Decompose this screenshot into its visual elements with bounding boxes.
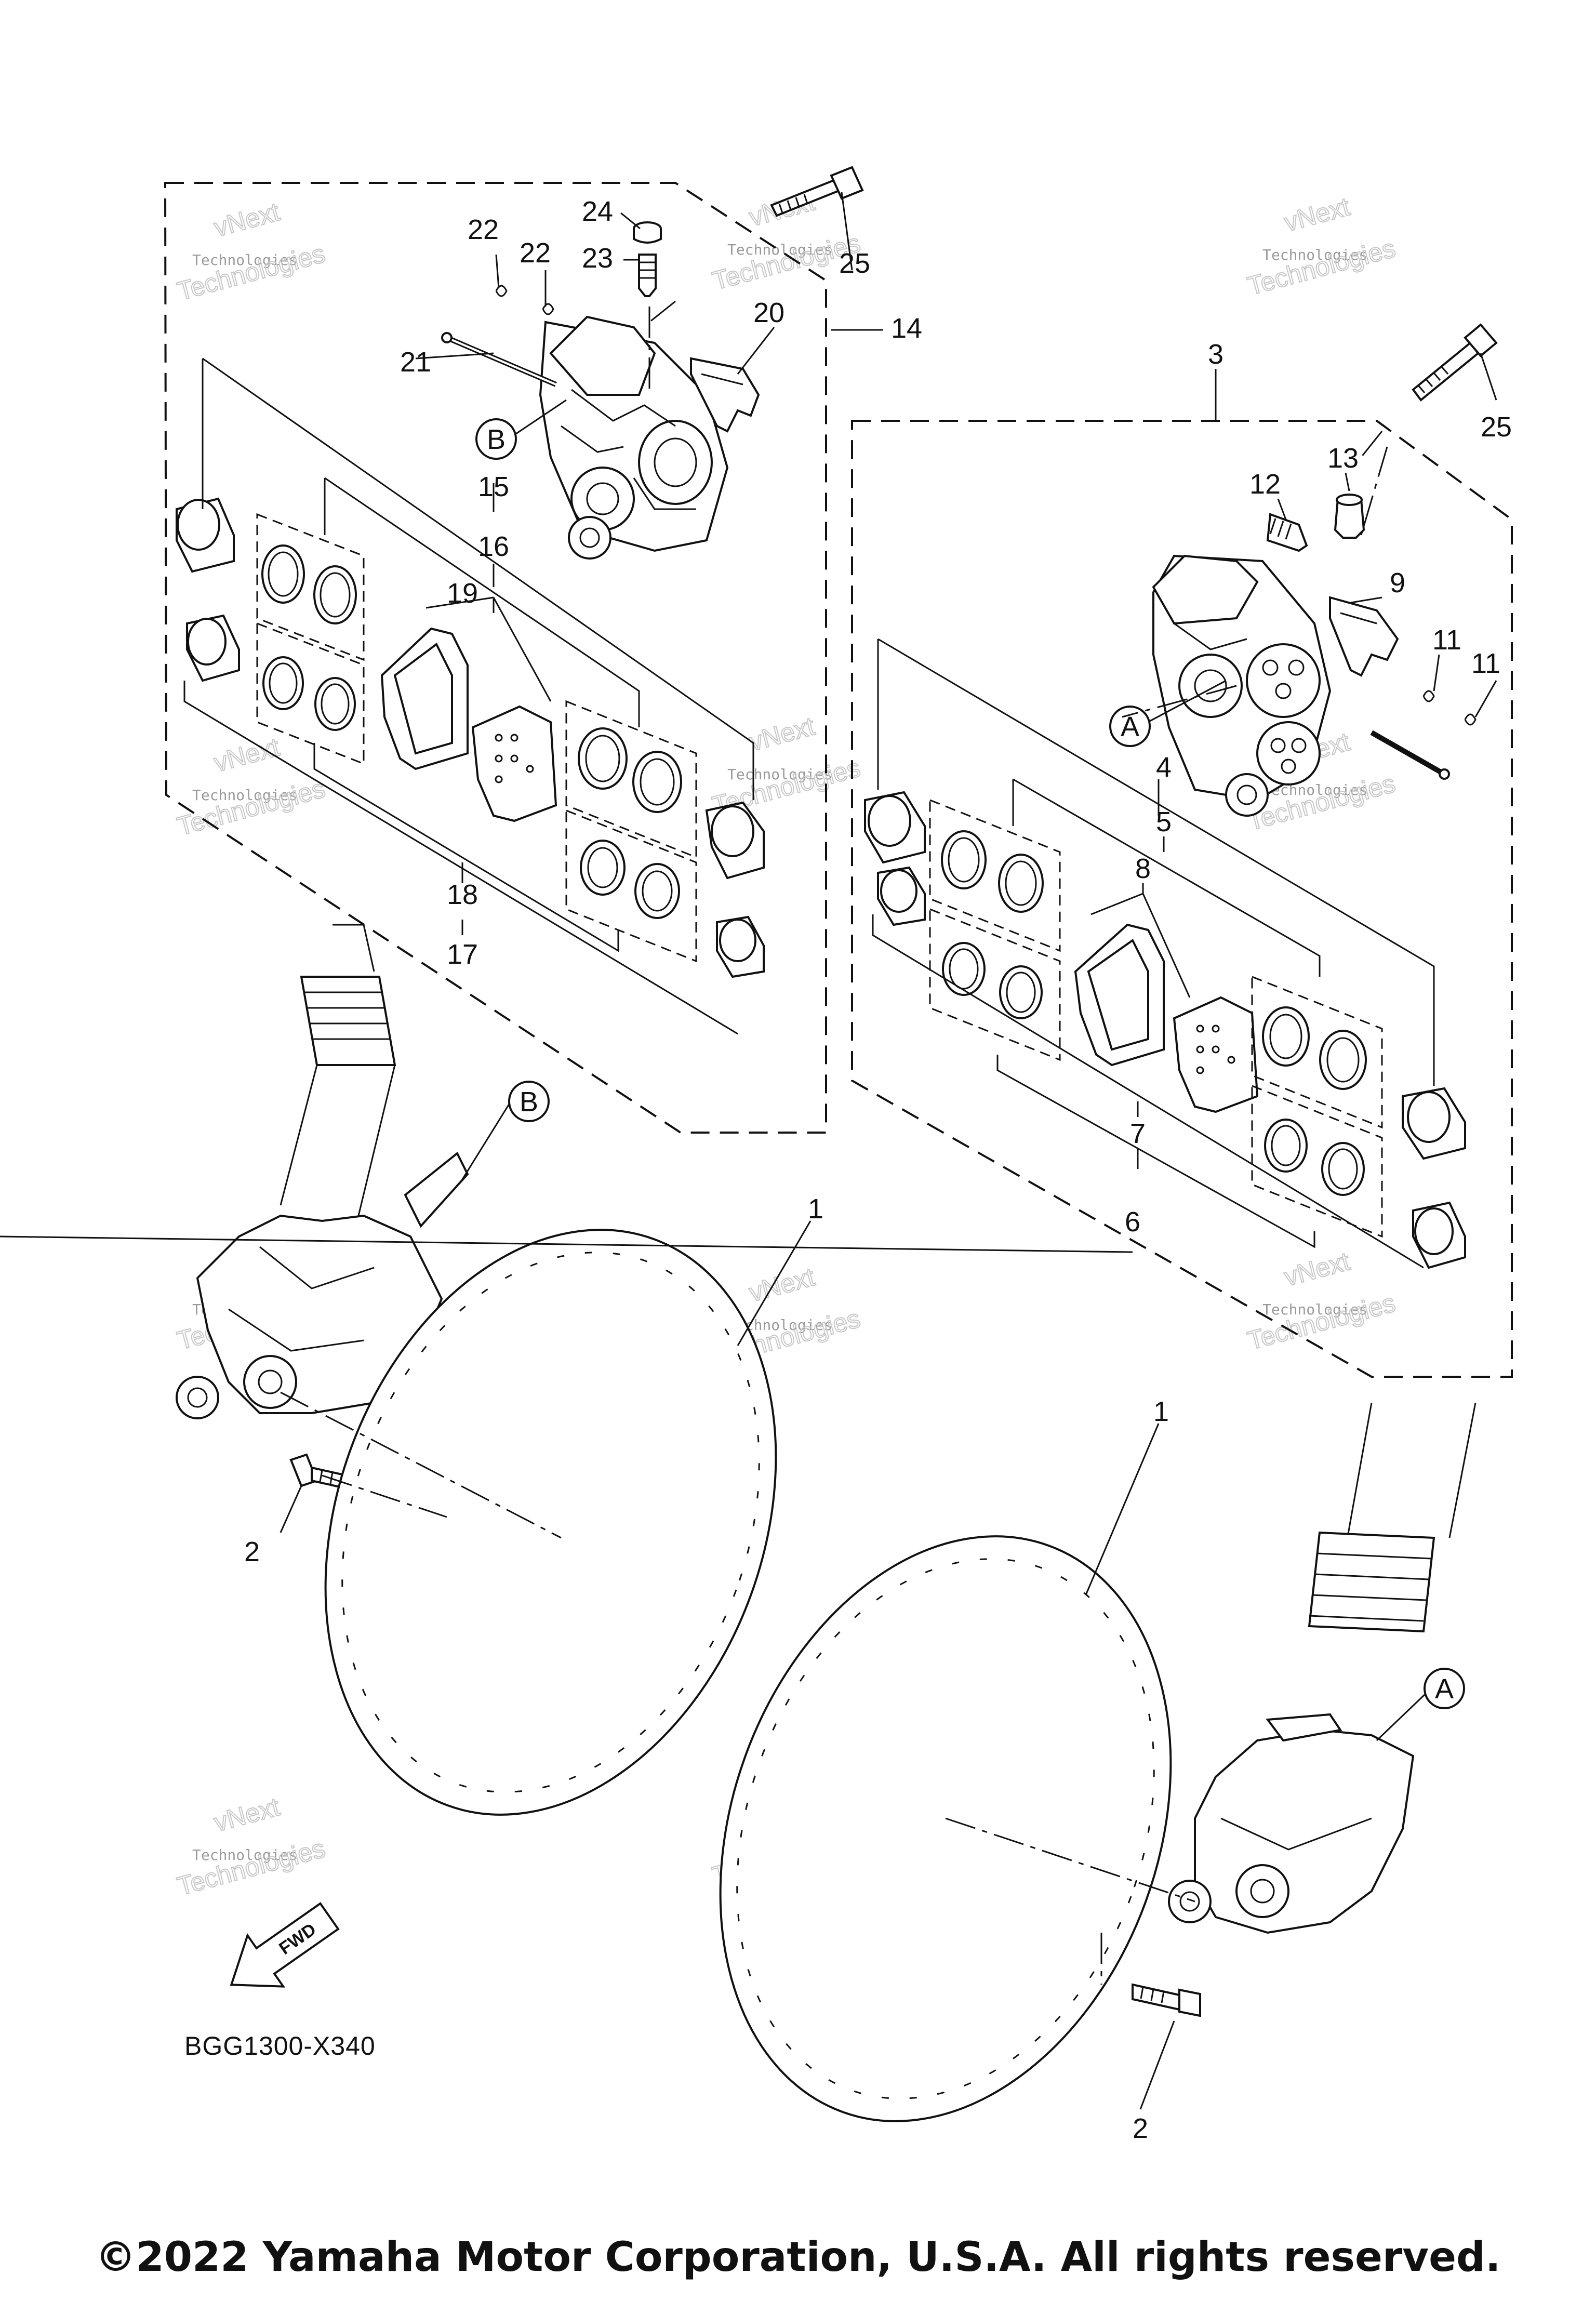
svg-text:Technologies: Technologies [727,241,832,258]
brake-disc-left [324,1229,777,1816]
pad-pin-right [1370,730,1450,780]
pad-pin-21 [441,332,557,387]
brake-disc-right [719,1535,1172,2122]
caliper-bolt-25-left [770,166,864,217]
callout-8: 8 [1135,853,1151,884]
svg-text:vNext: vNext [211,1792,283,1837]
svg-text:Technologies: Technologies [1262,1301,1367,1318]
svg-text:vNext: vNext [1281,1246,1353,1292]
seal-kit-15 [256,513,365,661]
seal-kit-18 [565,700,697,859]
svg-text:Technologies: Technologies [192,787,297,804]
callout-11-a: 11 [1432,624,1461,656]
fork-leg-left [176,924,469,1419]
caliper-body-right [1152,554,1332,817]
brake-pads-19 [380,627,557,822]
bleed-screw-12 [1266,513,1308,552]
callout-25-left: 25 [839,248,870,279]
cap-24 [633,221,662,244]
pistons-right [864,791,1466,1269]
caliper-assembly-left-boundary [164,182,827,1134]
callout-21: 21 [400,347,431,378]
leader-lines [0,192,1497,2110]
clips-11 [1422,690,1477,726]
seal-kit-5 [929,908,1061,1061]
callout-13: 13 [1327,443,1359,474]
callout-3: 3 [1208,339,1223,370]
callout-11-b: 11 [1471,648,1500,679]
callout-20: 20 [753,297,784,328]
cap-13 [1334,494,1365,539]
svg-text:Technologies: Technologies [1244,1288,1398,1355]
callout-1-right: 1 [1153,1396,1169,1427]
callout-24: 24 [582,196,613,227]
callout-14: 14 [891,313,922,344]
svg-text:Technologies: Technologies [174,1833,328,1901]
callout-23: 23 [582,243,613,274]
callout-17: 17 [447,939,478,970]
callout-9: 9 [1390,567,1405,599]
alignment-lines [280,300,1388,1985]
callout-12: 12 [1249,469,1281,500]
callout-19: 19 [447,578,478,609]
svg-text:vNext: vNext [746,711,818,756]
brake-pads-8 [1074,923,1259,1113]
svg-text:vNext: vNext [211,197,283,242]
callout-5: 5 [1156,806,1172,837]
svg-text:Technologies: Technologies [1262,246,1367,263]
fwd-arrow-icon: FWD [230,1902,340,1988]
callout-2-right: 2 [1133,2113,1148,2144]
callout-22-b: 22 [520,237,551,269]
svg-text:B: B [487,424,506,455]
caliper-assembly-right-boundary [851,420,1513,1378]
watermark: vNext Technologies Technologies [174,196,328,307]
watermark: vNext Technologies Technologies [1244,1246,1399,1356]
disc-bolt-2-right [1132,1983,1201,2017]
pad-spring-20 [690,357,760,433]
seal-kit-16 [256,622,365,765]
marker-b-upper: B [475,399,567,460]
bracket-lines [183,357,1435,1269]
copyright-notice: ©2022 Yamaha Motor Corporation, U.S.A. A… [95,2234,1501,2281]
callout-18: 18 [447,879,478,910]
svg-text:vNext: vNext [1281,192,1353,237]
svg-text:Technologies: Technologies [727,766,832,783]
diagram-reference-code: BGG1300-X340 [184,2031,376,2060]
svg-text:A: A [1121,711,1139,742]
seal-kit-4 [929,799,1061,952]
marker-a-upper: A [1109,680,1227,747]
watermark: vNext Technologies Technologies [174,732,328,842]
watermark: vNext Technologies Technologies [174,1791,328,1901]
svg-text:B: B [520,1086,538,1118]
seal-kit-7 [1251,975,1383,1129]
caliper-bolt-25-right [1412,323,1498,402]
callout-2-left: 2 [244,1536,260,1567]
callouts: 1 1 2 2 3 4 5 6 7 8 9 11 11 12 13 14 15 … [244,196,1512,2144]
seal-kit-6 [1251,1084,1383,1238]
caliper-body-left [539,315,729,560]
callout-1-left: 1 [808,1193,823,1225]
callout-4: 4 [1156,752,1172,783]
svg-text:Technologies: Technologies [192,1846,297,1864]
pistons-left [176,497,765,978]
watermark: vNext Technologies Technologies [1244,191,1399,301]
svg-text:A: A [1435,1673,1454,1705]
callout-25-right: 25 [1481,411,1512,443]
pad-spring-9 [1329,596,1399,677]
seal-kit-17 [565,809,697,963]
svg-text:Technologies: Technologies [192,251,297,269]
svg-text:Technologies: Technologies [174,774,328,841]
callout-6: 6 [1125,1206,1140,1238]
marker-b-lower: B [461,1081,550,1180]
svg-text:Technologies: Technologies [174,238,328,306]
callout-22-a: 22 [468,214,499,245]
svg-text:Technologies: Technologies [1244,233,1398,301]
marker-a-lower: A [1376,1668,1465,1741]
bleed-screw-23 [638,254,657,297]
fork-leg-right [1168,1402,1477,1934]
callout-16: 16 [478,531,509,562]
callout-15: 15 [478,471,509,502]
callout-7: 7 [1130,1118,1146,1149]
